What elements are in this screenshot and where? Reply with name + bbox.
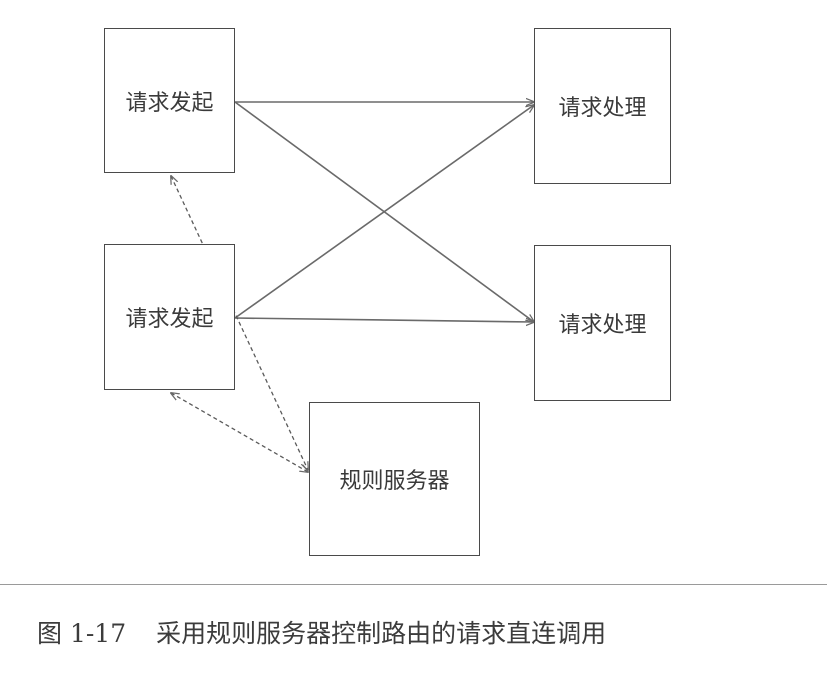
figure-number: 图 1-17 <box>37 619 127 648</box>
caption-divider <box>0 584 827 585</box>
rule-server-label: 规则服务器 <box>339 469 450 494</box>
dashed-link-rule-server-bottom <box>171 393 308 472</box>
request-handler-top: 请求处理 <box>534 28 671 184</box>
request-initiator-bottom-label: 请求发起 <box>125 307 214 332</box>
request-handler-bottom-label: 请求处理 <box>558 313 647 338</box>
request-handler-top-label: 请求处理 <box>558 96 647 121</box>
dashed-link-rule-server-top <box>171 176 308 470</box>
request-handler-bottom: 请求处理 <box>534 245 671 401</box>
arrow-bottom-to-bottom <box>234 317 534 322</box>
request-initiator-bottom: 请求发起 <box>104 244 235 390</box>
arrow-bottom-to-top <box>234 105 534 319</box>
request-initiator-top: 请求发起 <box>104 28 235 173</box>
figure-caption: 图 1-17 采用规则服务器控制路由的请求直连调用 <box>37 614 606 650</box>
request-initiator-top-label: 请求发起 <box>125 90 214 116</box>
figure-caption-text: 采用规则服务器控制路由的请求直连调用 <box>156 619 607 648</box>
rule-server: 规则服务器 <box>309 402 480 556</box>
